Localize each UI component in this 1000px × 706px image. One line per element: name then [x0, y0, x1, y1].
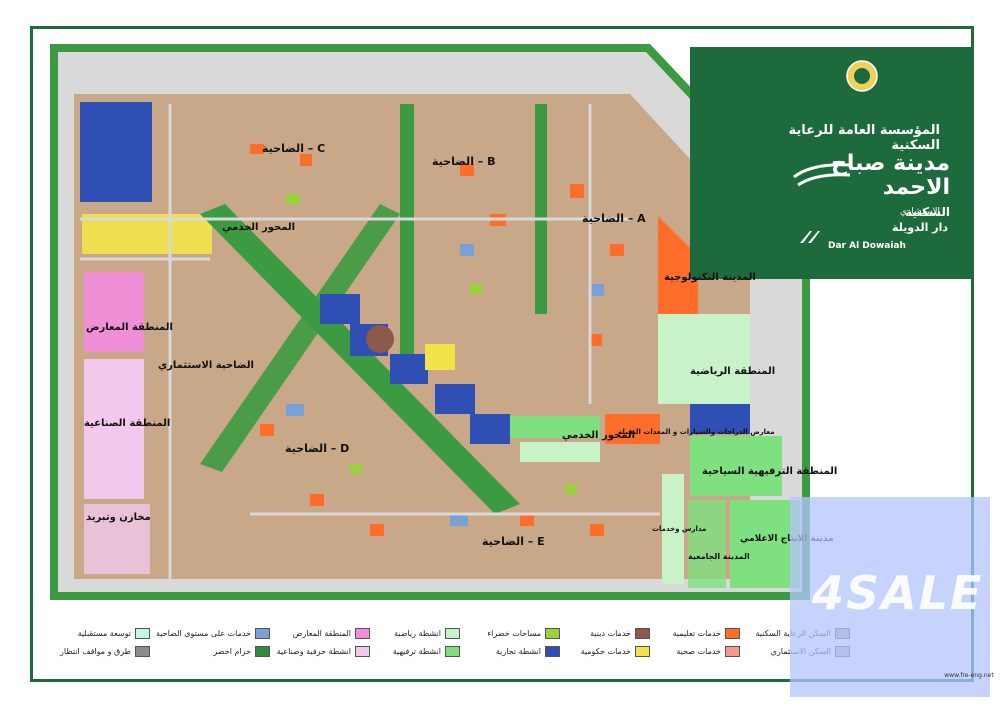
city-logo-wave-icon: [793, 163, 851, 187]
legend-item: طرق و مواقف انتظار: [60, 644, 150, 658]
media-city-area: [730, 500, 800, 588]
master-plan-map: [50, 44, 810, 600]
north-south-axis: [400, 104, 414, 364]
legend-swatch: [135, 627, 150, 639]
zone-label-suburb-d: D – الضاحية: [285, 442, 350, 455]
legend-swatch: [355, 627, 370, 639]
legend-item: خدمات تعليمية: [673, 626, 740, 640]
brand-panel: [690, 47, 972, 279]
exhibitions-block: [84, 272, 144, 352]
service-block-5: [470, 414, 510, 444]
legend-swatch: [135, 645, 150, 657]
zone-label-industrial: المنطقة الصناعية: [84, 418, 171, 429]
legend-swatch: [445, 627, 460, 639]
service-block-4: [435, 384, 475, 414]
state-emblem-icon: [846, 60, 878, 92]
service-block-1: [320, 294, 360, 324]
legend-item: مساحات خضراء: [487, 626, 560, 640]
zone-label-tech-city: المدينة التكنولوجية: [664, 272, 756, 283]
organization-name: المؤسسة العامة للرعاية السكنية: [788, 123, 940, 153]
legend-item: خدمات صحية: [676, 644, 740, 658]
legend-swatch: [545, 645, 560, 657]
zone-label-media-city: مدينة الانتاج الاعلامي: [740, 534, 834, 544]
south-axis-3: [520, 442, 600, 462]
city-name-line2: السكنية: [905, 205, 950, 219]
consultant-name-ar: دار الدويلة: [892, 221, 948, 234]
map-legend: السكن الرعاية السكنية خدمات تعليمية خدما…: [50, 622, 850, 664]
zone-label-mosques-strip: مدارس وخدمات: [652, 525, 707, 533]
car-exhibit-area: [690, 404, 750, 434]
government-block-w: [82, 214, 212, 254]
city-name: مدينة صباح الاحمد السكنية: [790, 152, 950, 224]
mosques-strip-area: [662, 474, 684, 584]
university-area: [688, 500, 726, 588]
warehouse-block: [84, 504, 150, 574]
legend-item: انشطة تجارية: [496, 644, 560, 658]
watermark-text: 4SALE: [812, 566, 984, 620]
legend-item: المنطقة المعارض: [293, 626, 370, 640]
legend-item: حزام اخضر: [213, 644, 270, 658]
zone-label-warehouses: مخازن وتبريد: [86, 512, 151, 523]
diagonal-axis-2: [200, 204, 400, 472]
legend-swatch: [635, 645, 650, 657]
zone-label-investment: الضاحية الاستثماري: [158, 360, 254, 371]
zone-label-service-axis-north: المحور الخدمي: [222, 222, 296, 233]
zone-label-suburb-c: C – الضاحية: [262, 142, 326, 155]
zone-label-car-exhibitions: معارض الدراجات والسيارات و المعدات الثقي…: [618, 428, 775, 436]
city-name-line1: مدينة صباح الاحمد: [831, 151, 950, 200]
legend-item: انشطة ترفيهية: [393, 644, 460, 658]
commercial-block-nw: [80, 102, 152, 202]
south-axis-1: [510, 416, 600, 438]
legend-swatch: [255, 645, 270, 657]
consultant-name-en: Dar Al Dowaiah: [828, 241, 906, 251]
ring-road: [80, 104, 660, 579]
zone-label-service-axis-south: المحور الخدمي: [562, 430, 636, 441]
legend-item: خدمات دينية: [590, 626, 650, 640]
legend-swatch: [725, 645, 740, 657]
south-axis-2: [605, 414, 660, 444]
diagonal-axis-1: [200, 204, 520, 514]
legend-swatch: [255, 627, 270, 639]
central-plaza: [366, 325, 394, 353]
vertical-axis-east: [535, 104, 547, 314]
consultant-logo-icon: [800, 231, 820, 243]
legend-swatch: [355, 645, 370, 657]
zone-label-suburb-b: B – الضاحية: [432, 155, 496, 168]
legend-item: توسعة مستقبلية: [78, 626, 150, 640]
legend-item: خدمات حكومية: [581, 644, 650, 658]
zone-label-tourism: المنطقة الترفيهية السياحية: [702, 466, 838, 477]
legend-swatch: [725, 627, 740, 639]
legend-item: انشطة حرفية وصناعية: [277, 644, 370, 658]
legend-swatch: [445, 645, 460, 657]
service-block-3: [390, 354, 428, 384]
legend-item: انشطة رياضية: [394, 626, 460, 640]
legend-swatch: [545, 627, 560, 639]
zone-label-sports: المنطقة الرياضية: [690, 366, 776, 377]
zone-label-university: المدينة الجامعية: [688, 552, 750, 561]
zone-label-exhibitions: المنطقة المعارض: [86, 322, 173, 333]
legend-swatch: [635, 627, 650, 639]
zone-label-suburb-e: E – الضاحية: [482, 535, 545, 548]
watermark-overlay: [790, 497, 990, 697]
tech-city-area: [658, 216, 698, 314]
zone-label-suburb-a: A – الضاحية: [582, 212, 646, 225]
industrial-block: [84, 359, 144, 499]
site-badge: www.fre-eng.net: [944, 672, 994, 679]
consultant-label: الاستشاري: [899, 207, 940, 217]
sports-area: [658, 314, 750, 404]
legend-item: خدمات على مستوى الضاحية: [156, 626, 270, 640]
gov-block-center: [425, 344, 455, 370]
tourism-area: [690, 436, 782, 496]
